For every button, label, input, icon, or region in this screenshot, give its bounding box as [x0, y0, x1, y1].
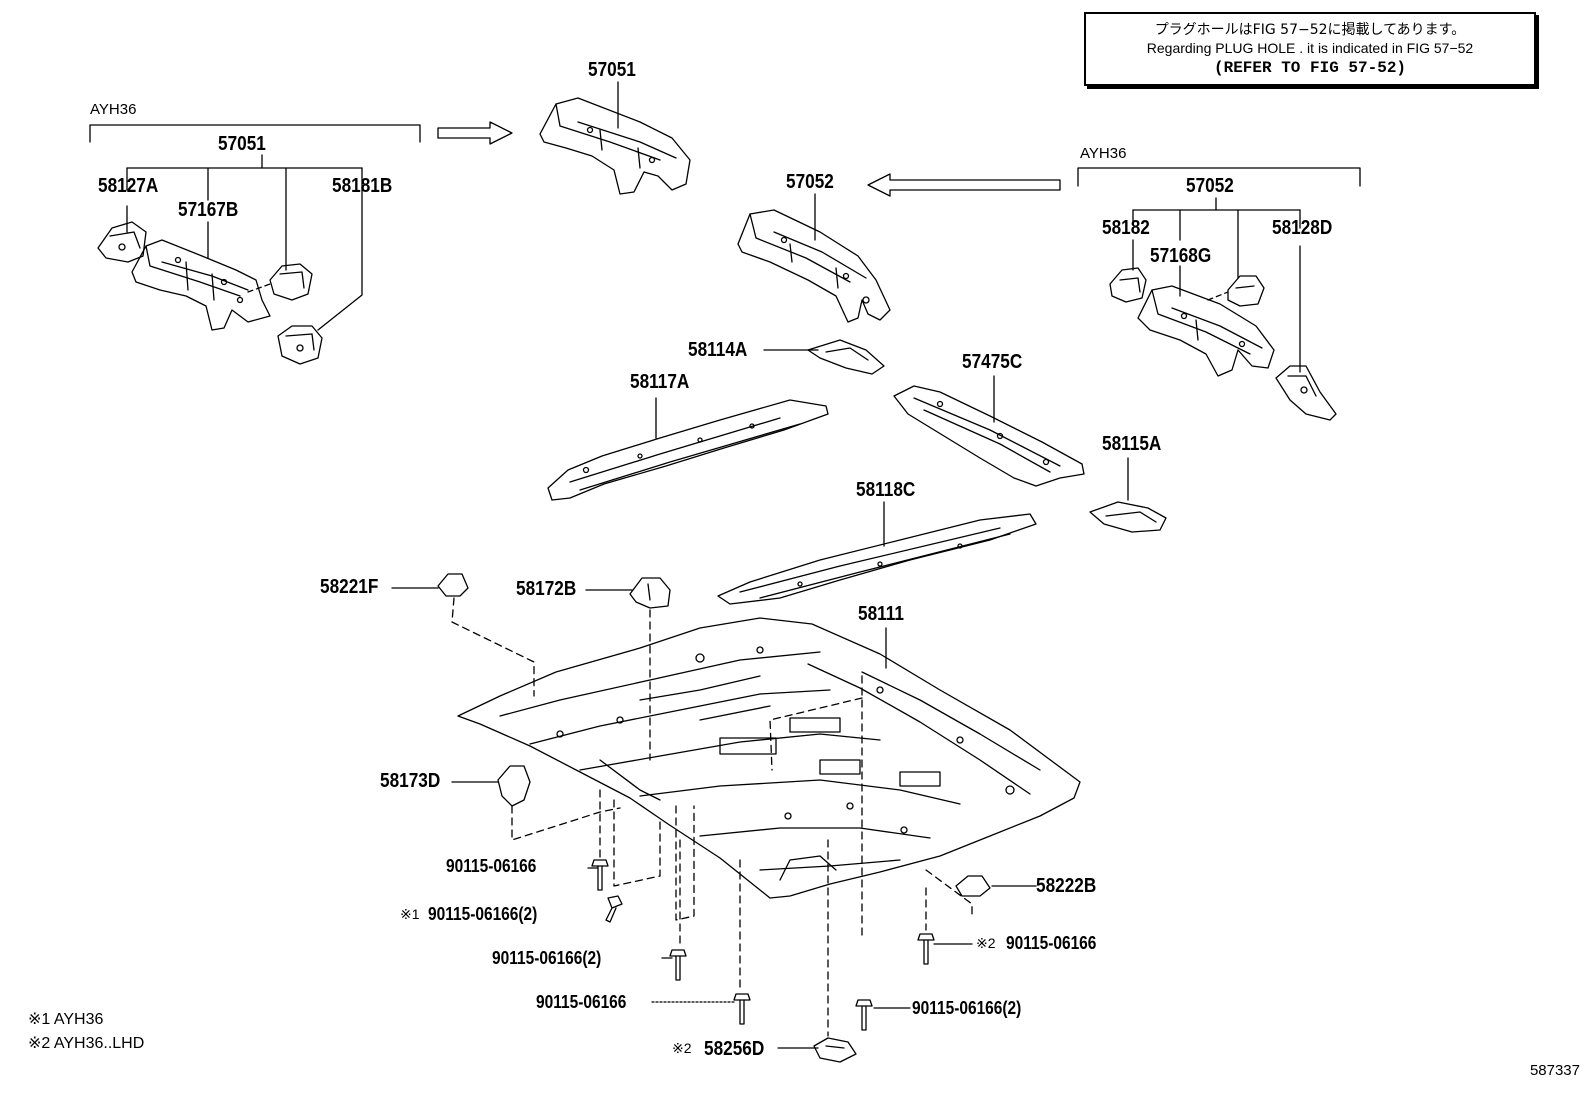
part-58117a-drawing — [547, 397, 829, 501]
bolt-icon — [605, 895, 623, 923]
part-57475c-label[interactable]: 57475C — [962, 351, 1023, 373]
part-58256d-mark: ※2 — [672, 1040, 692, 1056]
bolt-icon — [661, 949, 687, 981]
part-58221f-label[interactable]: 58221F — [320, 576, 379, 598]
part-57052-drawing — [737, 193, 891, 323]
bolt-2-mark: ※1 — [400, 906, 420, 922]
part-57167b-label[interactable]: 57167B — [178, 199, 239, 221]
bolt-90115-06166-2-label-2[interactable]: 90115-06166(2) — [492, 948, 602, 968]
part-58221f-drawing — [391, 573, 535, 697]
part-57168g-label[interactable]: 57168G — [1150, 245, 1212, 267]
part-58172b-label[interactable]: 58172B — [516, 578, 577, 600]
part-58117a-label[interactable]: 58117A — [630, 371, 690, 393]
part-58128d-drawing — [1275, 365, 1337, 421]
part-58173d-label[interactable]: 58173D — [380, 770, 441, 792]
part-58182-label[interactable]: 58182 — [1102, 217, 1150, 239]
left-group-bracket — [89, 124, 421, 331]
part-58118c-drawing — [717, 501, 1037, 605]
bolt-icon — [587, 859, 609, 891]
bolt-6-mark: ※2 — [976, 935, 996, 951]
figure-id: 587337 — [1529, 1062, 1580, 1079]
part-58127a-drawing — [97, 221, 147, 263]
note-refer-link[interactable]: (REFER TO FIG 57-52) — [1213, 59, 1407, 77]
part-57052-right-label[interactable]: 57052 — [1186, 175, 1234, 197]
part-58111-label[interactable]: 58111 — [858, 603, 904, 625]
part-57051-drawing — [539, 81, 691, 195]
part-58127a-label[interactable]: 58127A — [98, 175, 159, 197]
part-58222b-drawing — [955, 875, 1037, 897]
bolt-90115-06166-label-2[interactable]: 90115-06166 — [536, 992, 627, 1012]
part-57167b-drawing — [131, 239, 271, 331]
part-57052-mid-label[interactable]: 57052 — [786, 171, 834, 193]
part-58111-drawing — [457, 617, 1081, 941]
part-58115a-drawing — [1089, 457, 1167, 533]
note-japanese: プラグホールはFIG 57−52に掲載してあります。 — [1154, 22, 1466, 38]
part-58222b-label[interactable]: 58222B — [1036, 875, 1097, 897]
part-58181b-drawing — [277, 325, 323, 365]
note-english: Regarding PLUG HOLE . it is indicated in… — [1146, 40, 1474, 56]
arrow-left-icon — [867, 173, 1061, 197]
bolt-icon — [855, 999, 911, 1031]
bolt-90115-06166-2-label-3[interactable]: 90115-06166(2) — [912, 998, 1022, 1018]
part-58256d-drawing — [777, 1037, 857, 1063]
part-58181b-left-drawing — [247, 263, 313, 301]
bolt-leader-lines — [599, 789, 973, 1037]
bolt-90115-06166-label-3[interactable]: 90115-06166 — [1006, 933, 1097, 953]
bolt-icon — [651, 993, 751, 1025]
part-57168g-drawing — [1137, 285, 1275, 377]
part-57475c-drawing — [893, 375, 1085, 487]
right-group-bracket — [1077, 167, 1361, 373]
part-57051-top-label[interactable]: 57051 — [588, 59, 636, 81]
footnote-2: ※2 AYH36..LHD — [28, 1035, 145, 1052]
footnote-1: ※1 AYH36 — [28, 1011, 104, 1028]
part-58173d-drawing — [451, 765, 621, 841]
part-57168g-small-drawing — [1207, 275, 1265, 307]
part-58115a-label[interactable]: 58115A — [1102, 433, 1162, 455]
part-58128d-label[interactable]: 58128D — [1272, 217, 1333, 239]
arrow-right-icon — [437, 121, 513, 145]
bolt-icon — [917, 933, 973, 965]
part-58182-drawing — [1109, 267, 1147, 303]
part-58256d-label[interactable]: 58256D — [704, 1038, 765, 1060]
left-group-model: AYH36 — [90, 101, 137, 118]
part-58114a-drawing — [763, 339, 885, 375]
part-58118c-label[interactable]: 58118C — [856, 479, 916, 501]
right-group-model: AYH36 — [1080, 145, 1127, 162]
part-58181b-label[interactable]: 58181B — [332, 175, 393, 197]
bolt-90115-06166-label-1[interactable]: 90115-06166 — [446, 856, 537, 876]
plug-hole-note: プラグホールはFIG 57−52に掲載してあります。 Regarding PLU… — [1084, 12, 1536, 86]
part-58172b-drawing — [585, 577, 671, 761]
part-57051-left-label[interactable]: 57051 — [218, 133, 266, 155]
part-58114a-label[interactable]: 58114A — [688, 339, 748, 361]
bolt-90115-06166-2-label-1[interactable]: 90115-06166(2) — [428, 904, 538, 924]
